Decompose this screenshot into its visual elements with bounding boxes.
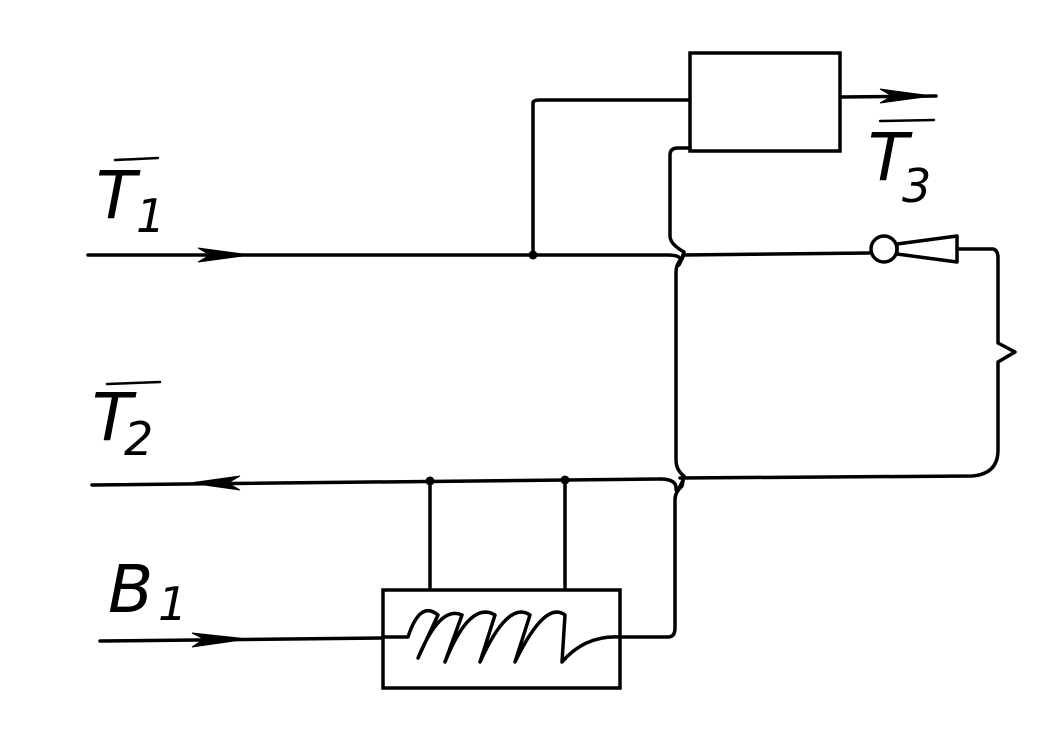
t3-arrow: [879, 88, 933, 104]
t2-overbar: [105, 380, 162, 386]
return-loop-line: [678, 247, 1017, 480]
supply-line-t1: [86, 247, 872, 267]
t1-arrow: [197, 247, 251, 263]
heat-exchanger: [381, 588, 622, 690]
t3-unit-box: [688, 51, 842, 153]
t3-outlet: [840, 88, 938, 104]
branches-to-exchanger: [425, 475, 570, 592]
b1-arrow: [191, 632, 249, 648]
return-line-t2: [90, 475, 686, 493]
t2-arrow: [189, 475, 241, 491]
label-t3: T 3: [868, 118, 936, 213]
heat-exchanger-coil: [381, 609, 622, 664]
t1-overbar: [113, 156, 160, 162]
label-t1-sub: 1: [136, 189, 165, 243]
t3-overbar: [878, 118, 936, 123]
label-t3-sub: 3: [902, 159, 931, 213]
label-t2: T 2: [92, 379, 162, 466]
label-t1: T 1: [96, 156, 165, 243]
label-t3-main: T: [868, 119, 913, 196]
heat-exchanger-box: [381, 588, 622, 690]
label-t1-main: T: [96, 157, 141, 234]
label-b1-sub: 1: [158, 577, 187, 631]
branch-to-t3-box: [528, 98, 692, 260]
label-t2-main: T: [92, 379, 137, 456]
label-b1-main: B: [108, 551, 153, 628]
pump-symbol: [869, 234, 959, 264]
input-line-b1: [98, 632, 385, 648]
riser-line: [618, 146, 692, 639]
label-b1: B 1: [108, 551, 187, 631]
label-t2-sub: 2: [124, 412, 153, 466]
